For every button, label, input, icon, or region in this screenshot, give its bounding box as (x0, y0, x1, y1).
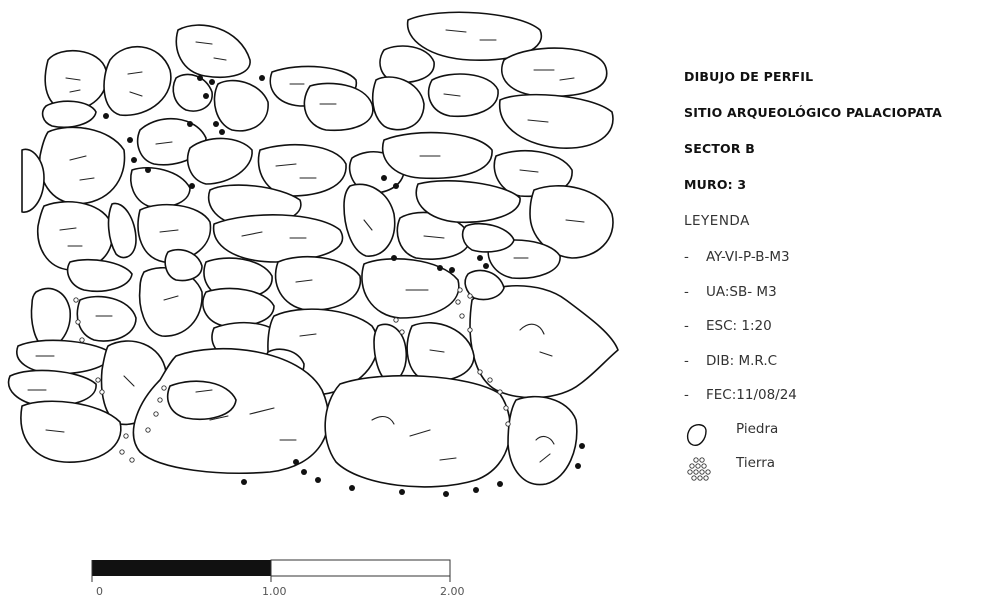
stone (103, 46, 172, 116)
stone (274, 256, 362, 311)
stone (427, 73, 499, 118)
stone (499, 93, 614, 149)
legend-symbol-soil: Tierra (684, 455, 1000, 489)
stone (41, 100, 97, 128)
stone (303, 82, 374, 132)
drawing-title: DIBUJO DE PERFIL (684, 69, 814, 84)
stone (464, 269, 505, 301)
stone (324, 374, 512, 488)
legend-item-unit: -UA:SB- M3 (684, 283, 777, 300)
legend-item-scale: -ESC: 1:20 (684, 318, 772, 334)
scale-bar: 0 1.00 2.00 (91, 559, 465, 598)
scale-bar-white-segment (270, 559, 451, 577)
scale-label-0: 0 (96, 585, 103, 598)
stone (166, 380, 237, 420)
wall-label: MURO: 3 (684, 177, 747, 192)
scale-bar-black-segment (92, 560, 271, 576)
stone (66, 258, 133, 292)
stone (21, 148, 45, 213)
soil-pebbles (73, 287, 511, 463)
legend-item-date: -FEC:11/08/24 (684, 387, 797, 403)
stone (361, 258, 460, 319)
stone (7, 369, 97, 408)
soil-dots (103, 75, 585, 497)
stone (175, 24, 251, 78)
stone (172, 73, 213, 112)
stone (30, 287, 71, 349)
legend-item-drawer: -DIB: M.R.C (684, 352, 778, 369)
stone (202, 287, 275, 328)
stone (415, 180, 521, 224)
stone (343, 183, 396, 257)
stone (39, 126, 126, 205)
sector-label: SECTOR B (684, 141, 755, 156)
stone (76, 295, 137, 342)
stone (213, 79, 269, 132)
stone (20, 400, 122, 463)
site-name: SITIO ARQUEOLÓGICO PALACIOPATA (684, 105, 942, 120)
scale-label-1: 1.00 (262, 585, 287, 598)
stone (381, 131, 493, 180)
stone (469, 285, 619, 399)
wall-profile-drawing: 0 1.00 2.00 (7, 11, 619, 598)
stone (107, 202, 137, 259)
stone (257, 143, 347, 197)
stone (529, 185, 614, 259)
stone-icon (686, 423, 707, 446)
scale-label-2: 2.00 (440, 585, 465, 598)
stone (379, 45, 435, 84)
stone (137, 203, 212, 263)
legend-item-code: -AY-VI-P-B-M3 (684, 249, 790, 265)
soil-icon (687, 456, 711, 481)
wall-stones (7, 11, 619, 488)
legend-soil-label: Tierra (736, 454, 776, 471)
stone (507, 395, 578, 486)
stone (487, 239, 561, 280)
stone (44, 49, 108, 111)
legend-stone-label: Piedra (736, 420, 779, 437)
stone (501, 47, 608, 98)
stone (132, 347, 330, 474)
legend-symbol-stone: Piedra (684, 421, 1000, 455)
info-panel: DIBUJO DE PERFIL SITIO ARQUEOLÓGICO PALA… (684, 68, 1000, 489)
stone (461, 222, 515, 253)
stone (371, 76, 425, 131)
stone (164, 248, 203, 282)
stone (212, 214, 344, 263)
stone (16, 339, 111, 375)
stone-marks (27, 29, 585, 463)
legend-title: LEYENDA (684, 213, 750, 229)
stone (186, 137, 253, 185)
stone (130, 166, 191, 208)
